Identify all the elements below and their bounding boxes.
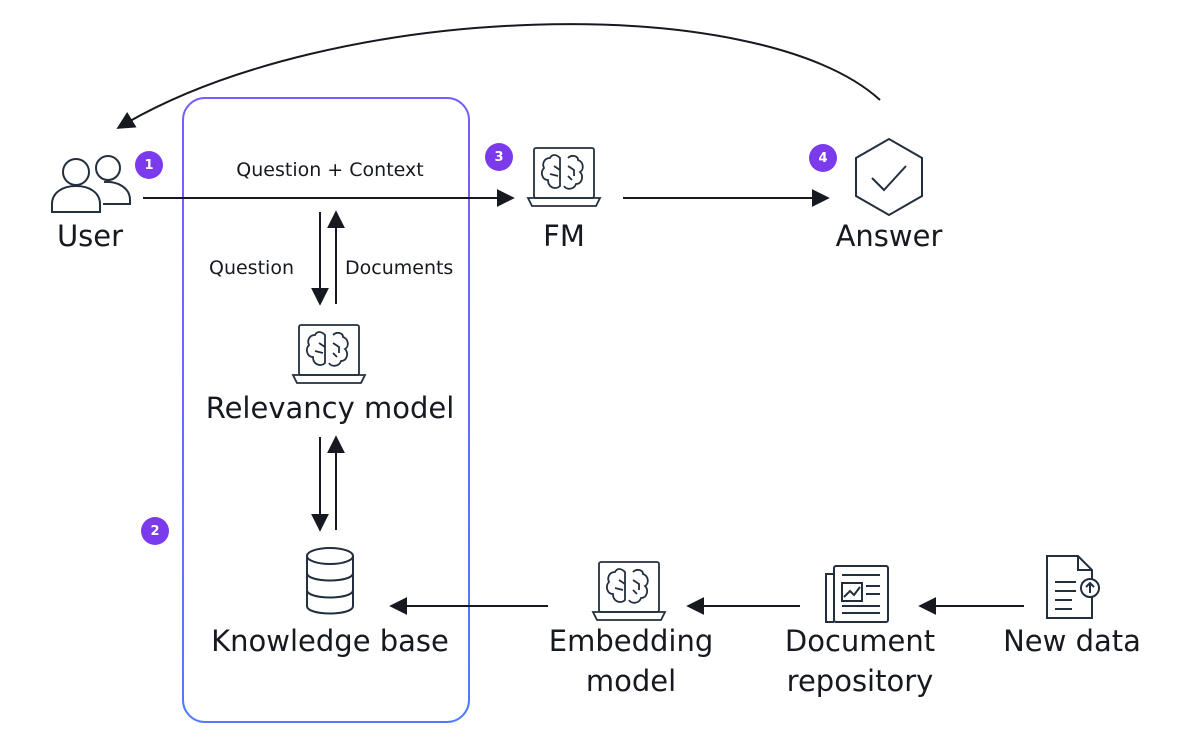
new-data-label: New data <box>1003 624 1141 658</box>
embedding-model-label-line1: Embedding <box>548 624 714 658</box>
step-badge-4: 4 <box>809 144 837 172</box>
relevancy-model-label: Relevancy model <box>205 391 455 425</box>
embedding-ai-brain-laptop-icon <box>591 561 667 621</box>
documents-label: Documents <box>345 257 454 279</box>
embedding-model-label-line2: model <box>585 664 677 698</box>
fm-ai-brain-laptop-icon <box>526 147 602 207</box>
document-repository-label-line2: repository <box>786 664 934 698</box>
fm-label: FM <box>543 219 585 253</box>
document-repository-label-line1: Document <box>784 624 936 658</box>
database-icon <box>306 547 354 615</box>
retrieval-container <box>182 97 470 723</box>
step-badge-2: 2 <box>141 517 169 545</box>
relevancy-ai-brain-laptop-icon <box>291 324 367 384</box>
newspaper-icon <box>825 565 889 623</box>
users-icon <box>51 155 131 213</box>
knowledge-base-label: Knowledge base <box>211 624 449 658</box>
question-label: Question <box>209 257 294 279</box>
answer-label: Answer <box>835 219 943 253</box>
answer-to-user-arrow <box>116 23 881 129</box>
step-badge-1: 1 <box>135 151 163 179</box>
checkmark-hexagon-icon <box>855 137 923 217</box>
step-badge-3: 3 <box>485 143 513 171</box>
document-upload-icon <box>1046 555 1100 619</box>
user-label: User <box>56 219 124 253</box>
question-context-label: Question + Context <box>236 159 424 181</box>
